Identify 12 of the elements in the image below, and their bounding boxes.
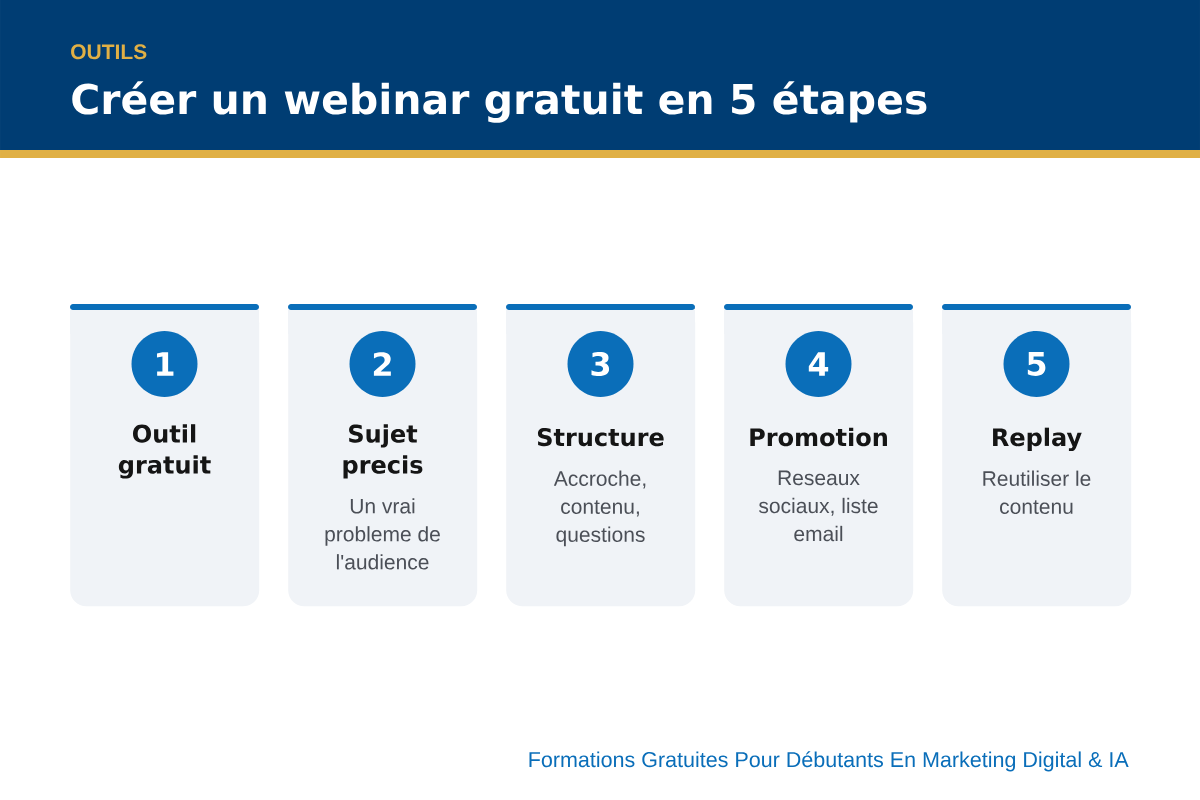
step-text: Reseaux sociaux, liste email xyxy=(759,470,878,542)
title: Créer un webinar gratuit en 5 étapes xyxy=(72,81,927,123)
step-title: Replay xyxy=(993,427,1082,452)
step-title: Promotion xyxy=(750,427,887,447)
step-text: Accroche, contenu, questions xyxy=(553,470,646,547)
step-title: Outil gratuit xyxy=(118,424,211,479)
step-text: Un vrai probleme de l'audience xyxy=(325,498,440,570)
step-title: Sujet precis xyxy=(343,424,423,479)
step-text: Reutiliser le contenu xyxy=(983,470,1091,514)
step-title: Structure xyxy=(537,428,664,447)
footer-tagline: Formations Gratuites Pour Débutants En Marketing Digital & IA xyxy=(529,751,1129,772)
kicker-label: OUTILS xyxy=(71,44,147,60)
